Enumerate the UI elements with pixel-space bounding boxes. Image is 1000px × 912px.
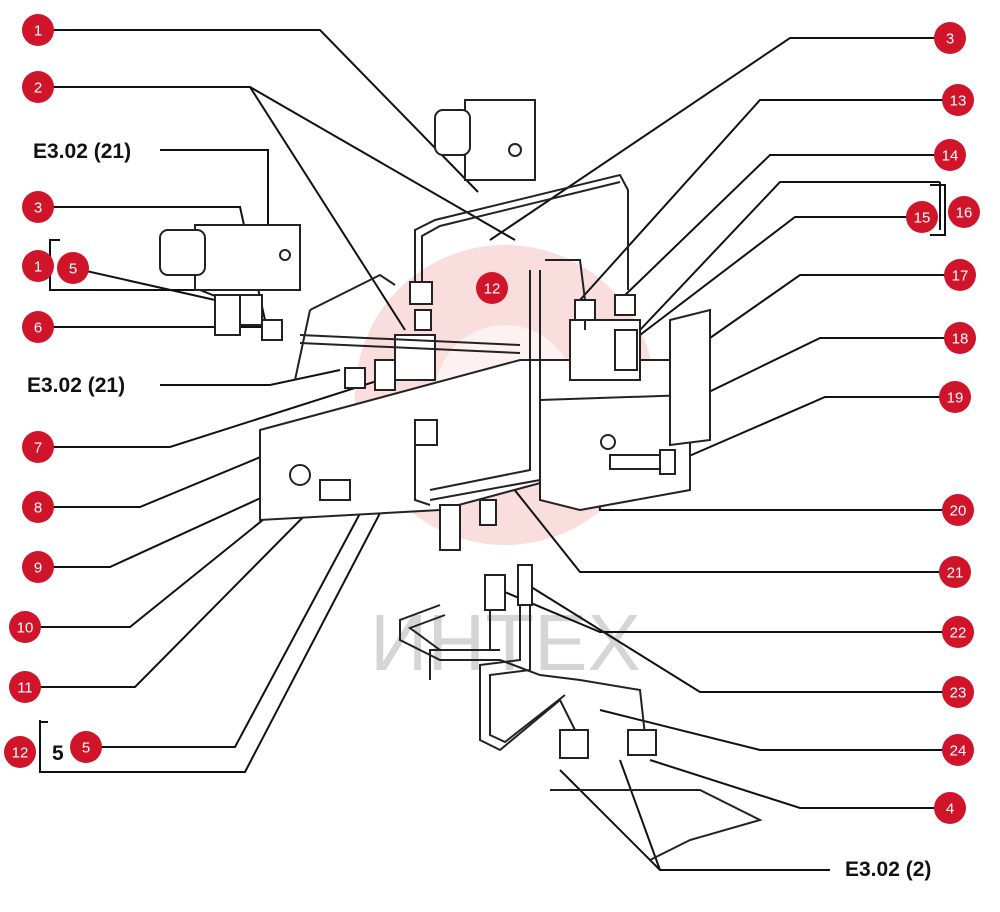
bracket-group-right bbox=[930, 184, 946, 236]
callout-1-top: 1 bbox=[22, 14, 54, 46]
callout-23: 23 bbox=[942, 676, 974, 708]
callout-18: 18 bbox=[944, 322, 976, 354]
svg-text:12: 12 bbox=[12, 745, 29, 762]
callout-12-lower-left: 12 bbox=[4, 736, 36, 768]
callout-21: 21 bbox=[939, 556, 971, 588]
callout-7: 7 bbox=[22, 431, 54, 463]
callout-14: 14 bbox=[934, 139, 966, 171]
svg-text:1: 1 bbox=[34, 23, 42, 40]
callout-24: 24 bbox=[942, 734, 974, 766]
svg-text:22: 22 bbox=[950, 625, 967, 642]
svg-text:10: 10 bbox=[17, 620, 34, 637]
svg-text:20: 20 bbox=[950, 503, 967, 520]
svg-text:18: 18 bbox=[952, 331, 969, 348]
svg-text:17: 17 bbox=[952, 268, 969, 285]
svg-text:1: 1 bbox=[34, 259, 42, 276]
callout-2: 2 bbox=[22, 71, 54, 103]
callout-11: 11 bbox=[9, 671, 41, 703]
svg-text:3: 3 bbox=[34, 200, 42, 217]
svg-text:21: 21 bbox=[947, 565, 964, 582]
reference-labels: E3.02 (21) E3.02 (21) E3.02 (2) bbox=[27, 140, 931, 881]
callout-5-upper: 5 bbox=[57, 252, 89, 284]
ref-label-mid-left: E3.02 (21) bbox=[27, 374, 125, 397]
callout-3-right: 3 bbox=[934, 22, 966, 54]
svg-text:16: 16 bbox=[956, 205, 973, 222]
svg-text:13: 13 bbox=[950, 93, 967, 110]
callout-19: 19 bbox=[939, 381, 971, 413]
svg-text:9: 9 bbox=[34, 560, 42, 577]
callout-22: 22 bbox=[942, 616, 974, 648]
callout-10: 10 bbox=[9, 611, 41, 643]
callout-16: 16 bbox=[948, 196, 980, 228]
svg-text:7: 7 bbox=[34, 440, 42, 457]
svg-text:15: 15 bbox=[914, 210, 931, 227]
svg-text:11: 11 bbox=[17, 680, 33, 697]
svg-text:12: 12 bbox=[484, 281, 501, 298]
bracket-group-lower-left: 5 bbox=[39, 721, 64, 773]
svg-text:5: 5 bbox=[69, 261, 77, 278]
svg-text:6: 6 bbox=[34, 320, 42, 337]
svg-text:5: 5 bbox=[82, 740, 90, 757]
ref-label-top-left: E3.02 (21) bbox=[33, 140, 131, 163]
callout-12-center: 12 bbox=[476, 272, 508, 304]
callout-17: 17 bbox=[944, 259, 976, 291]
hydraulic-assembly-drawing bbox=[159, 99, 763, 861]
callout-20: 20 bbox=[942, 494, 974, 526]
svg-text:4: 4 bbox=[946, 801, 954, 818]
bracket-digit: 5 bbox=[52, 742, 64, 765]
callout-3-left: 3 bbox=[22, 191, 54, 223]
svg-text:23: 23 bbox=[950, 685, 967, 702]
callout-15: 15 bbox=[906, 201, 938, 233]
callout-13: 13 bbox=[942, 84, 974, 116]
ref-label-bottom-right: E3.02 (2) bbox=[845, 858, 931, 881]
svg-text:3: 3 bbox=[946, 31, 954, 48]
svg-text:2: 2 bbox=[34, 80, 42, 97]
callout-1-left: 1 bbox=[22, 250, 54, 282]
svg-text:24: 24 bbox=[950, 743, 967, 760]
svg-text:14: 14 bbox=[942, 148, 959, 165]
svg-text:19: 19 bbox=[947, 390, 964, 407]
callout-8: 8 bbox=[22, 491, 54, 523]
svg-text:8: 8 bbox=[34, 500, 42, 517]
callout-4: 4 bbox=[934, 792, 966, 824]
callout-6: 6 bbox=[22, 311, 54, 343]
callout-5-lower: 5 bbox=[70, 731, 102, 763]
leader-lines bbox=[25, 29, 960, 871]
callout-9: 9 bbox=[22, 551, 54, 583]
